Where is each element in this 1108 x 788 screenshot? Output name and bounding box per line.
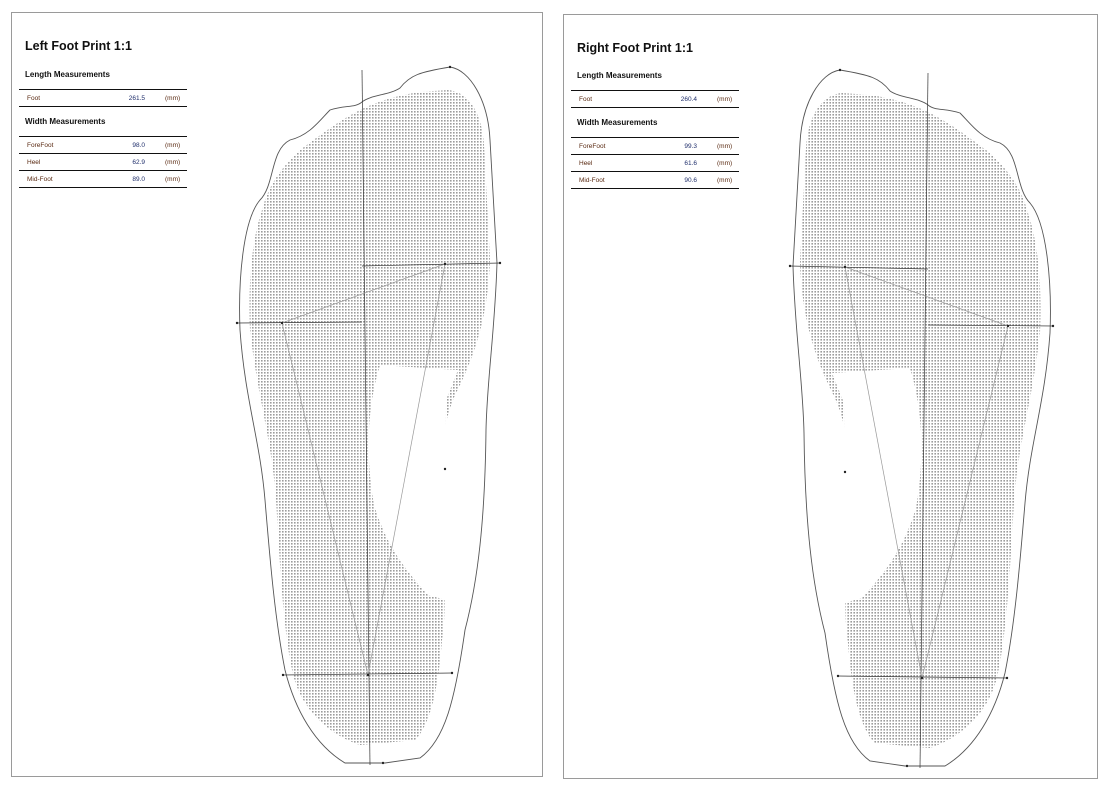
right-foot-print: [788, 68, 1055, 769]
page-title: Right Foot Print 1:1: [577, 41, 693, 55]
row-unit: (mm): [709, 171, 739, 189]
row-unit: (mm): [157, 170, 187, 188]
row-label: Foot: [19, 89, 70, 107]
row-value: 260.4: [621, 90, 709, 108]
page-title: Left Foot Print 1:1: [25, 39, 132, 53]
row-label: Mid-Foot: [19, 170, 90, 188]
row-value: 90.6: [641, 171, 709, 189]
row-label: Foot: [571, 90, 622, 108]
left-foot-print: [235, 65, 502, 766]
row-value: 261.5: [69, 89, 157, 107]
width-heading: Width Measurements: [577, 118, 658, 127]
length-heading: Length Measurements: [25, 70, 110, 79]
row-unit: (mm): [157, 89, 187, 107]
row-value: 89.0: [89, 170, 157, 188]
row-unit: (mm): [709, 90, 739, 108]
row-label: Mid-Foot: [571, 171, 642, 189]
width-heading: Width Measurements: [25, 117, 106, 126]
length-heading: Length Measurements: [577, 71, 662, 80]
